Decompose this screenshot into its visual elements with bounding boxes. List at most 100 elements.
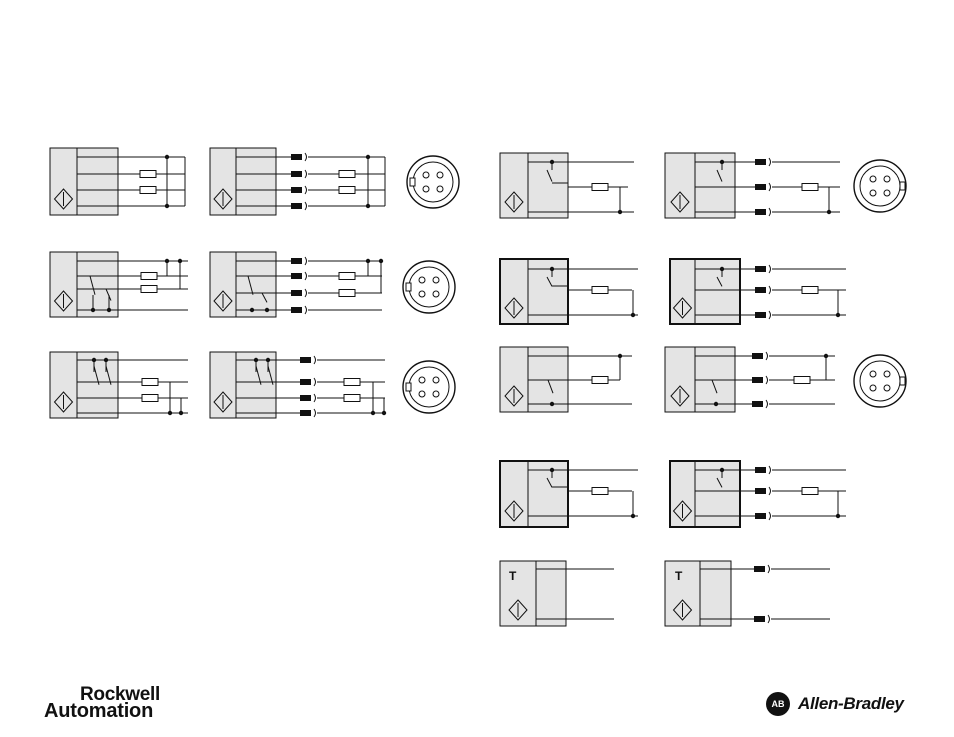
timer-symbol-label: T (509, 569, 517, 583)
connector-pin-icon (291, 171, 302, 177)
resistor-icon (344, 379, 360, 386)
connector-pin-icon (300, 379, 311, 385)
connector-face (860, 166, 900, 206)
connector-key (410, 178, 415, 186)
connector-bracket (769, 311, 771, 319)
connector-bracket (769, 158, 771, 166)
connector-bracket (305, 289, 307, 297)
connector-socket (423, 186, 429, 192)
diagram-left-row1-connector (210, 148, 459, 215)
resistor-icon (592, 184, 608, 191)
connector-pin-icon (291, 187, 302, 193)
connector-pin-icon (755, 513, 766, 519)
resistor-icon (339, 187, 355, 194)
timer-symbol-label: T (675, 569, 683, 583)
connector-bracket (305, 272, 307, 280)
connector-bracket (314, 356, 316, 364)
connector-bracket (769, 286, 771, 294)
connector-pin-icon (755, 287, 766, 293)
junction-dot-icon (254, 358, 258, 362)
connector-bracket (305, 306, 307, 314)
connector-bracket (314, 409, 316, 417)
resistor-icon (802, 184, 818, 191)
connector-bracket (305, 153, 307, 161)
connector-face (409, 367, 449, 407)
rockwell-automation-logo: Rockwell Automation (44, 686, 160, 720)
junction-dot-icon (550, 402, 554, 406)
logo-automation-text: Automation (44, 703, 160, 720)
diagram-left-row3-cable (50, 352, 188, 418)
connector-pin-icon (300, 410, 311, 416)
junction-dot-icon (366, 259, 370, 263)
resistor-icon (802, 488, 818, 495)
junction-dot-icon (836, 514, 840, 518)
junction-dot-icon (618, 210, 622, 214)
resistor-icon (141, 273, 157, 280)
junction-dot-icon (179, 411, 183, 415)
junction-dot-icon (714, 402, 718, 406)
connector-pin-icon (754, 616, 765, 622)
junction-dot-icon (550, 267, 554, 271)
connector-pin-icon (291, 307, 302, 313)
resistor-icon (339, 171, 355, 178)
connector-bracket (769, 512, 771, 520)
connector-pin-icon (754, 566, 765, 572)
resistor-icon (140, 187, 156, 194)
connector-pin-icon (291, 258, 302, 264)
connector-socket (884, 176, 890, 182)
junction-dot-icon (168, 411, 172, 415)
junction-dot-icon (824, 354, 828, 358)
resistor-icon (592, 377, 608, 384)
connector-pin-icon (752, 353, 763, 359)
connector-bracket (305, 202, 307, 210)
junction-dot-icon (92, 358, 96, 362)
connector-face (409, 267, 449, 307)
resistor-icon (592, 287, 608, 294)
junction-dot-icon (104, 358, 108, 362)
diagram-left-row3-connector (210, 352, 455, 418)
connector-socket (419, 291, 425, 297)
connector-pin-icon (755, 312, 766, 318)
connector-pin-icon (752, 401, 763, 407)
connector-bracket (769, 466, 771, 474)
connector-pin-icon (752, 377, 763, 383)
diagram-right-cable-461 (500, 461, 638, 527)
connector-bracket (769, 265, 771, 273)
connector-pin-icon (291, 203, 302, 209)
connector-bracket (768, 615, 770, 623)
resistor-icon (339, 273, 355, 280)
connector-bracket (769, 487, 771, 495)
junction-dot-icon (366, 204, 370, 208)
junction-dot-icon (371, 411, 375, 415)
resistor-icon (592, 488, 608, 495)
resistor-icon (142, 379, 158, 386)
resistor-icon (344, 395, 360, 402)
junction-dot-icon (827, 210, 831, 214)
junction-dot-icon (165, 155, 169, 159)
connector-socket (884, 371, 890, 377)
connector-bracket (314, 378, 316, 386)
connector-bracket (768, 565, 770, 573)
resistor-icon (141, 286, 157, 293)
diagram-right-cable-259 (500, 259, 638, 324)
connector-socket (433, 377, 439, 383)
diagram-left-row2-cable (50, 252, 188, 317)
connector-bracket (769, 208, 771, 216)
connector-key (406, 383, 411, 391)
junction-dot-icon (618, 354, 622, 358)
connector-pin-icon (755, 467, 766, 473)
diagram-left-row2-connector (210, 252, 455, 317)
junction-dot-icon (265, 308, 269, 312)
connector-pin-icon (755, 488, 766, 494)
connector-socket (437, 186, 443, 192)
connector-face (413, 162, 453, 202)
connector-socket (419, 377, 425, 383)
connector-pin-icon (755, 266, 766, 272)
junction-dot-icon (91, 308, 95, 312)
connector-bracket (305, 257, 307, 265)
ab-badge-icon: AB (766, 692, 790, 716)
connector-key (900, 377, 905, 385)
diagram-right-connector-259 (670, 259, 846, 324)
junction-dot-icon (720, 267, 724, 271)
junction-dot-icon (165, 259, 169, 263)
